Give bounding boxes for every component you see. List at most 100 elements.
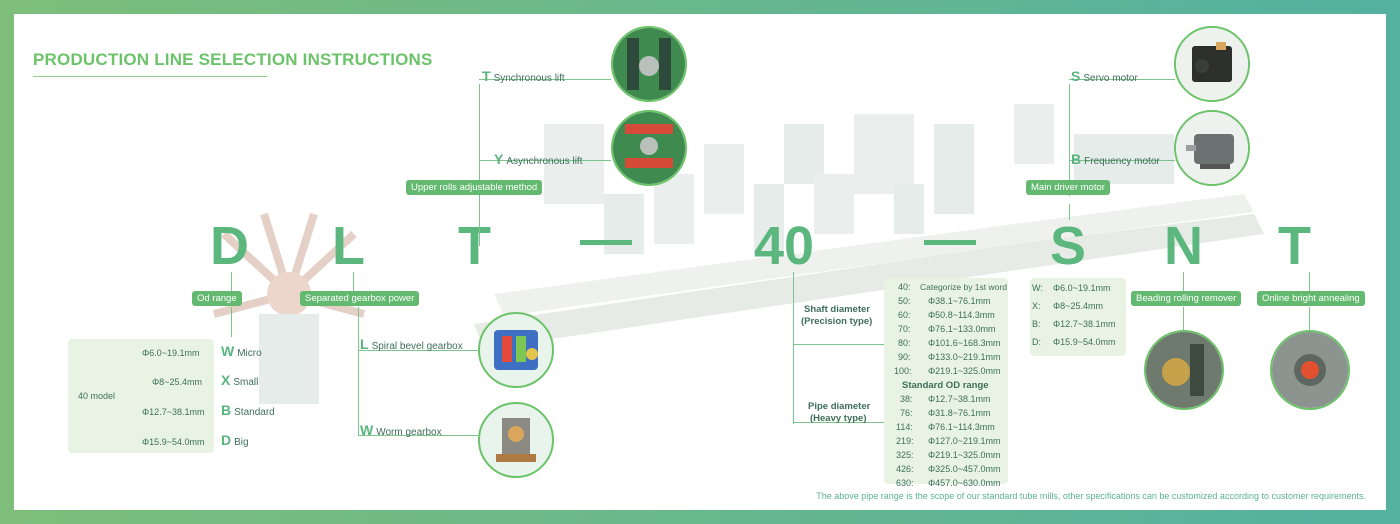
connector-t [479,84,480,246]
connector-sync [479,79,611,80]
code-letter-s: S [1050,216,1087,276]
shaft-label-2: (Precision type) [801,316,873,327]
spiral-bevel-gearbox-image [478,312,554,388]
diagram-canvas: PRODUCTION LINE SELECTION INSTRUCTIONS D… [14,14,1386,510]
od-range-panel [68,339,214,453]
size-range-w: Φ6.0~19.1mm [1053,283,1111,293]
od-range-d: Φ15.9~54.0mm [142,437,205,447]
connector-40 [793,272,794,424]
pipe-range-630: Φ457.0~630.0mm [928,478,1001,488]
connector-worm [358,435,478,436]
connector-async [479,160,611,161]
shaft-label-1: Shaft diameter [804,304,870,315]
pipe-range-76: Φ31.8~76.1mm [928,408,991,418]
shaft-header-text: Categorize by 1st word [920,282,1007,292]
od-model-label: 40 model [78,391,116,401]
pipe-label-1: Pipe diameter [808,401,871,412]
pipe-code-426: 426: [896,464,914,474]
shaft-range-60: Φ50.8~114.3mm [928,310,995,320]
connector-frequency [1069,160,1175,161]
code-letter-t: T [458,216,491,276]
size-range-x: Φ8~25.4mm [1053,301,1103,311]
shaft-range-90: Φ133.0~219.1mm [928,352,1001,362]
shaft-range-100: Φ219.1~325.0mm [928,366,1001,376]
connector-s-top [1069,84,1070,196]
size-code-w: W: [1032,283,1043,293]
connector-s-bottom [1069,204,1070,220]
connector-shaft [793,344,884,345]
tag-od-range: Od range [192,291,242,306]
synchronous-lift-image [611,26,687,102]
pipe-code-114: 114: [896,422,913,432]
code-letter-l: L [332,216,365,276]
tag-beading: Beading rolling remover [1131,291,1242,306]
diameter-table [884,278,1008,484]
od-range-b: Φ12.7~38.1mm [142,407,205,417]
code-letter-d: D [210,216,249,276]
size-code-d: D: [1032,337,1041,347]
connector-l [353,272,354,292]
connector-t-2 [1309,272,1310,292]
shaft-code-60: 60: [898,310,911,320]
connector-servo [1069,79,1175,80]
beading-remover-image [1144,330,1224,410]
connector-beading [1183,307,1184,331]
size-panel [1030,278,1126,356]
tag-main-driver: Main driver motor [1026,180,1110,195]
production-line-illustration [474,104,1264,349]
tag-upper-rolls: Upper rolls adjustable method [406,180,543,195]
size-range-b: Φ12.7~38.1mm [1053,319,1116,329]
shaft-range-80: Φ101.6~168.3mm [928,338,1001,348]
shaft-code-100: 100: [894,366,912,376]
pipe-range-325: Φ219.1~325.0mm [928,450,1001,460]
servo-motor-image [1174,26,1250,102]
pipe-range-426: Φ325.0~457.0mm [928,464,1001,474]
shaft-code-70: 70: [898,324,911,334]
tag-annealing: Online bright annealing [1257,291,1365,306]
connector-d [231,272,232,292]
connector-n [1183,272,1184,292]
od-range-x: Φ8~25.4mm [152,377,202,387]
pipe-range-219: Φ127.0~219.1mm [928,436,1001,446]
pipe-range-38: Φ12.7~38.1mm [928,394,991,404]
footnote: The above pipe range is the scope of our… [816,491,1366,501]
size-range-d: Φ15.9~54.0mm [1053,337,1116,347]
page-title: PRODUCTION LINE SELECTION INSTRUCTIONS [33,50,433,69]
connector-annealing [1309,307,1310,331]
code-letter-t-2: T [1278,216,1311,276]
connector-spiral [358,350,478,351]
code-dash-1 [580,240,632,245]
pipe-label-2: (Heavy type) [810,413,867,424]
od-range-w: Φ6.0~19.1mm [142,348,200,358]
shaft-code-50: 50: [898,296,911,306]
pipe-code-325: 325: [896,450,914,460]
shaft-header-code: 40: [898,282,911,292]
code-letter-n: N [1164,216,1203,276]
shaft-code-80: 80: [898,338,911,348]
tag-separated-gearbox: Separated gearbox power [300,291,420,306]
frequency-motor-image [1174,110,1250,186]
connector-gearbox-trunk [358,307,359,435]
connector-pipe [793,422,884,423]
pipe-code-630: 630: [896,478,914,488]
pipe-range-114: Φ76.1~114.3mm [928,422,995,432]
code-number-40: 40 [754,216,815,276]
pipe-code-219: 219: [896,436,914,446]
title-underline [33,76,267,77]
shaft-range-70: Φ76.1~133.0mm [928,324,996,334]
asynchronous-lift-image [611,110,687,186]
pipe-header: Standard OD range [902,380,989,391]
pipe-code-38: 38: [900,394,913,404]
size-code-x: X: [1032,301,1041,311]
